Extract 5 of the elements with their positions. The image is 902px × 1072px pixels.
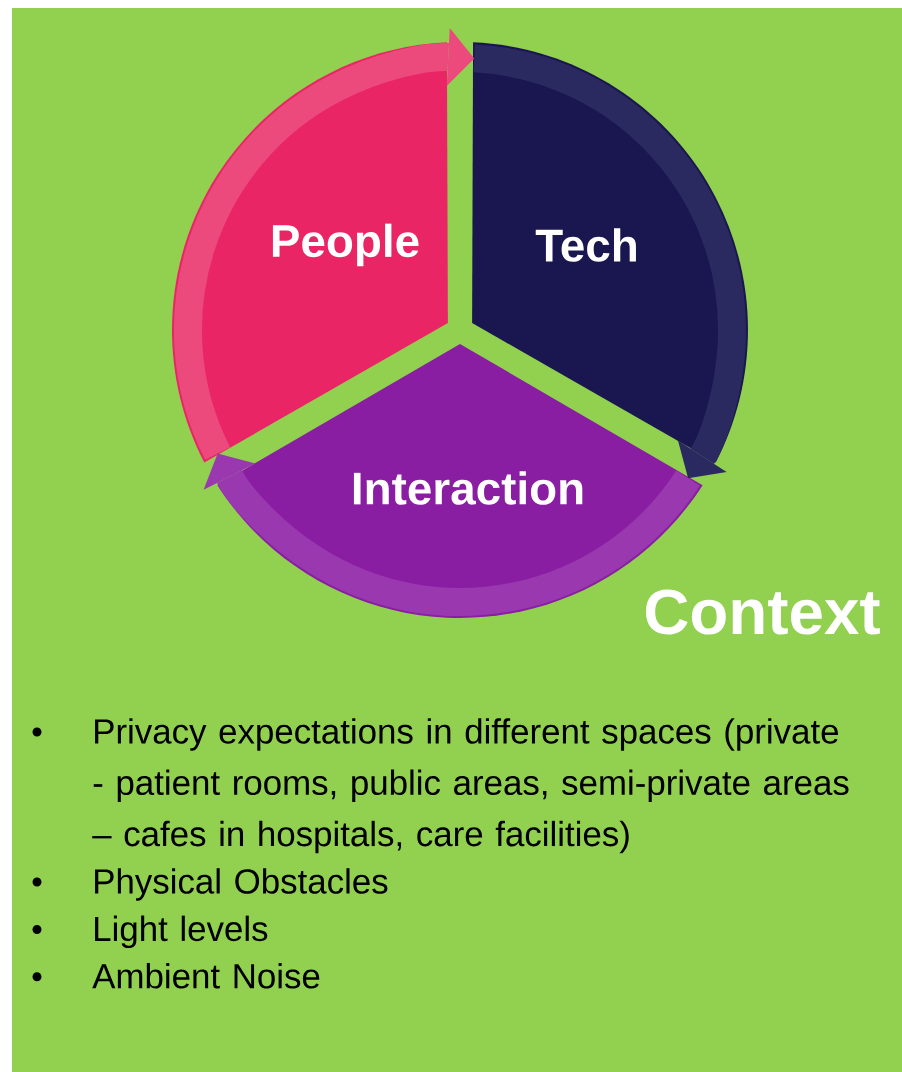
- curved-arrow: [203, 453, 700, 616]
- list-item: Privacy expectations in different spaces (private - patient rooms, public areas, semi-private areas – cafes in hospitals, care facilities): [92, 718, 849, 854]
- list-item: Ambient Noise: [92, 963, 320, 989]
- list-item: Light levels: [95, 915, 268, 949]
- list-item: Physical Obstacles: [95, 868, 388, 901]
